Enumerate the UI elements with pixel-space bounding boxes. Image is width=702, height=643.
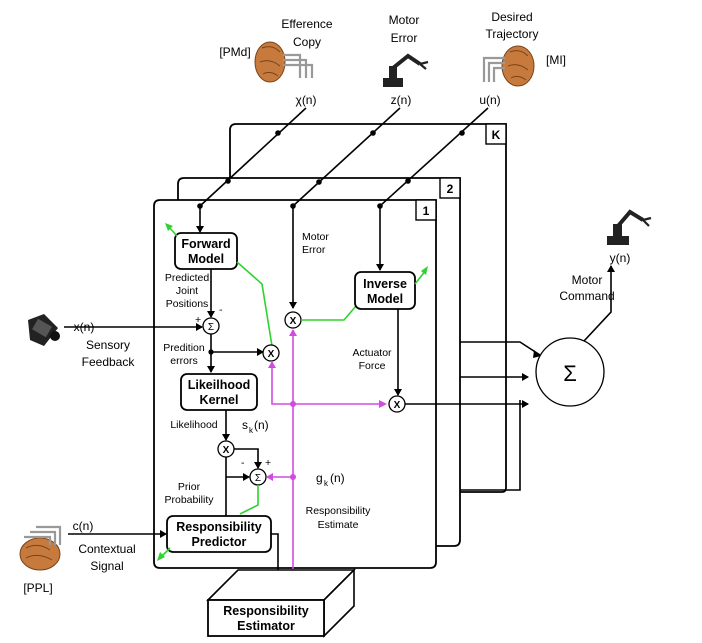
output-robot-arm-icon	[607, 209, 652, 245]
output-sum-node	[535, 337, 605, 407]
motor-error-inner-line1: Motor	[302, 231, 329, 243]
sum-node-2-symbol: Σ	[255, 473, 261, 484]
sensory-line1: Sensory	[86, 338, 130, 352]
mi-label: [MI]	[546, 53, 566, 67]
efference-label-line2: Copy	[293, 35, 321, 49]
input-wiring	[196, 107, 489, 309]
desired-label-line1: Desired	[491, 10, 532, 24]
motor-error-inner-line2: Error	[302, 244, 326, 256]
u-signal: u(n)	[479, 93, 500, 107]
responsibility-network	[266, 329, 387, 580]
panel-2-label: 2	[447, 182, 454, 196]
panel-k-label: K	[492, 128, 501, 142]
s-n-label: (n)	[254, 418, 269, 432]
g-k-sub: k	[324, 479, 329, 488]
prior-line2: Probability	[164, 494, 214, 506]
motor-error-top-line2: Error	[391, 31, 418, 45]
camera-icon	[28, 314, 60, 346]
motor-error-top-line1: Motor	[389, 13, 420, 27]
multiplier-3-symbol: X	[394, 400, 401, 411]
s-k-label: s k (n)	[242, 418, 269, 435]
contextual-line1: Contextual	[78, 542, 135, 556]
chi-signal: χ(n)	[296, 93, 317, 107]
likelihood-kernel-line2: Kernel	[200, 393, 239, 407]
responsibility-predictor-box: Responsibility Predictor	[166, 515, 272, 553]
efference-label-line1: Efference	[281, 17, 332, 31]
s-sub-label: s	[242, 418, 248, 432]
forward-green-line	[236, 261, 273, 347]
output-sum-symbol: Σ	[563, 361, 577, 386]
multiplier-1-symbol: X	[268, 349, 275, 360]
mi-brain-icon	[482, 45, 535, 87]
panel-2-tab	[439, 177, 461, 199]
resp-estimate-line2: Estimate	[318, 519, 359, 531]
sum2-green-line	[239, 485, 259, 515]
motor-command-line1: Motor	[572, 273, 603, 287]
likelihood-kernel-line1: Likeilhood	[188, 378, 251, 392]
actuator-line2: Force	[359, 360, 386, 372]
contextual-line2: Signal	[90, 559, 123, 573]
g-sub-label: g	[316, 471, 323, 485]
ppl-brain-icon	[19, 525, 62, 571]
robot-arm-icon	[383, 53, 429, 87]
predicted-line3: Positions	[166, 298, 209, 310]
inverse-model-box: Inverse Model	[354, 271, 416, 310]
responsibility-predictor-line1: Responsibility	[176, 520, 261, 534]
prediction-errors-line1: Predition	[163, 342, 205, 354]
pmd-label: [PMd]	[219, 45, 250, 59]
motor-command-line2: Command	[559, 289, 614, 303]
inverse-model-line1: Inverse	[363, 277, 407, 291]
pmd-brain-icon	[254, 41, 314, 83]
forward-model-line2: Model	[188, 252, 224, 266]
estimator-line1: Responsibility	[223, 604, 308, 618]
z-signal: z(n)	[391, 93, 412, 107]
likelihood-kernel-box: Likeilhood Kernel	[180, 373, 258, 411]
responsibility-predictor-line2: Predictor	[192, 535, 247, 549]
inverse-model-line2: Model	[367, 292, 403, 306]
actuator-line1: Actuator	[352, 347, 392, 359]
estimator-line2: Estimator	[237, 619, 295, 633]
likelihood-label: Likelihood	[170, 419, 217, 431]
s-k-sub: k	[249, 426, 254, 435]
motor-error-green	[301, 305, 357, 321]
sum1-plus: +	[195, 314, 201, 326]
g-k-label: g k (n)	[316, 471, 345, 488]
forward-model-line1: Forward	[181, 237, 230, 251]
panel-k-tab	[485, 123, 507, 145]
desired-label-line2: Trajectory	[486, 27, 539, 41]
responsibility-estimator-box: Responsibility Estimator	[206, 568, 356, 638]
sum-node-1-symbol: Σ	[208, 322, 214, 333]
multiplier-node-1	[262, 344, 280, 362]
multiplier-2-symbol: X	[290, 316, 297, 327]
panel-1-tab	[415, 199, 437, 221]
forward-model-box: Forward Model	[174, 232, 238, 270]
ppl-label: [PPL]	[23, 581, 52, 595]
resp-estimate-line1: Responsibility	[306, 505, 372, 517]
prior-line1: Prior	[178, 481, 201, 493]
predicted-line1: Predicted	[165, 272, 210, 284]
c-signal: c(n)	[73, 519, 94, 533]
sum2-plus: +	[265, 457, 271, 469]
panel-1-label: 1	[423, 204, 430, 218]
g-n-label: (n)	[330, 471, 345, 485]
sensory-line2: Feedback	[82, 355, 136, 369]
y-signal: y(n)	[610, 251, 631, 265]
sum2-minus: -	[241, 457, 245, 469]
prediction-errors-line2: errors	[170, 355, 197, 367]
multiplier-4-symbol: X	[223, 445, 230, 456]
sum1-minus: -	[219, 304, 223, 316]
predicted-line2: Joint	[176, 285, 198, 297]
